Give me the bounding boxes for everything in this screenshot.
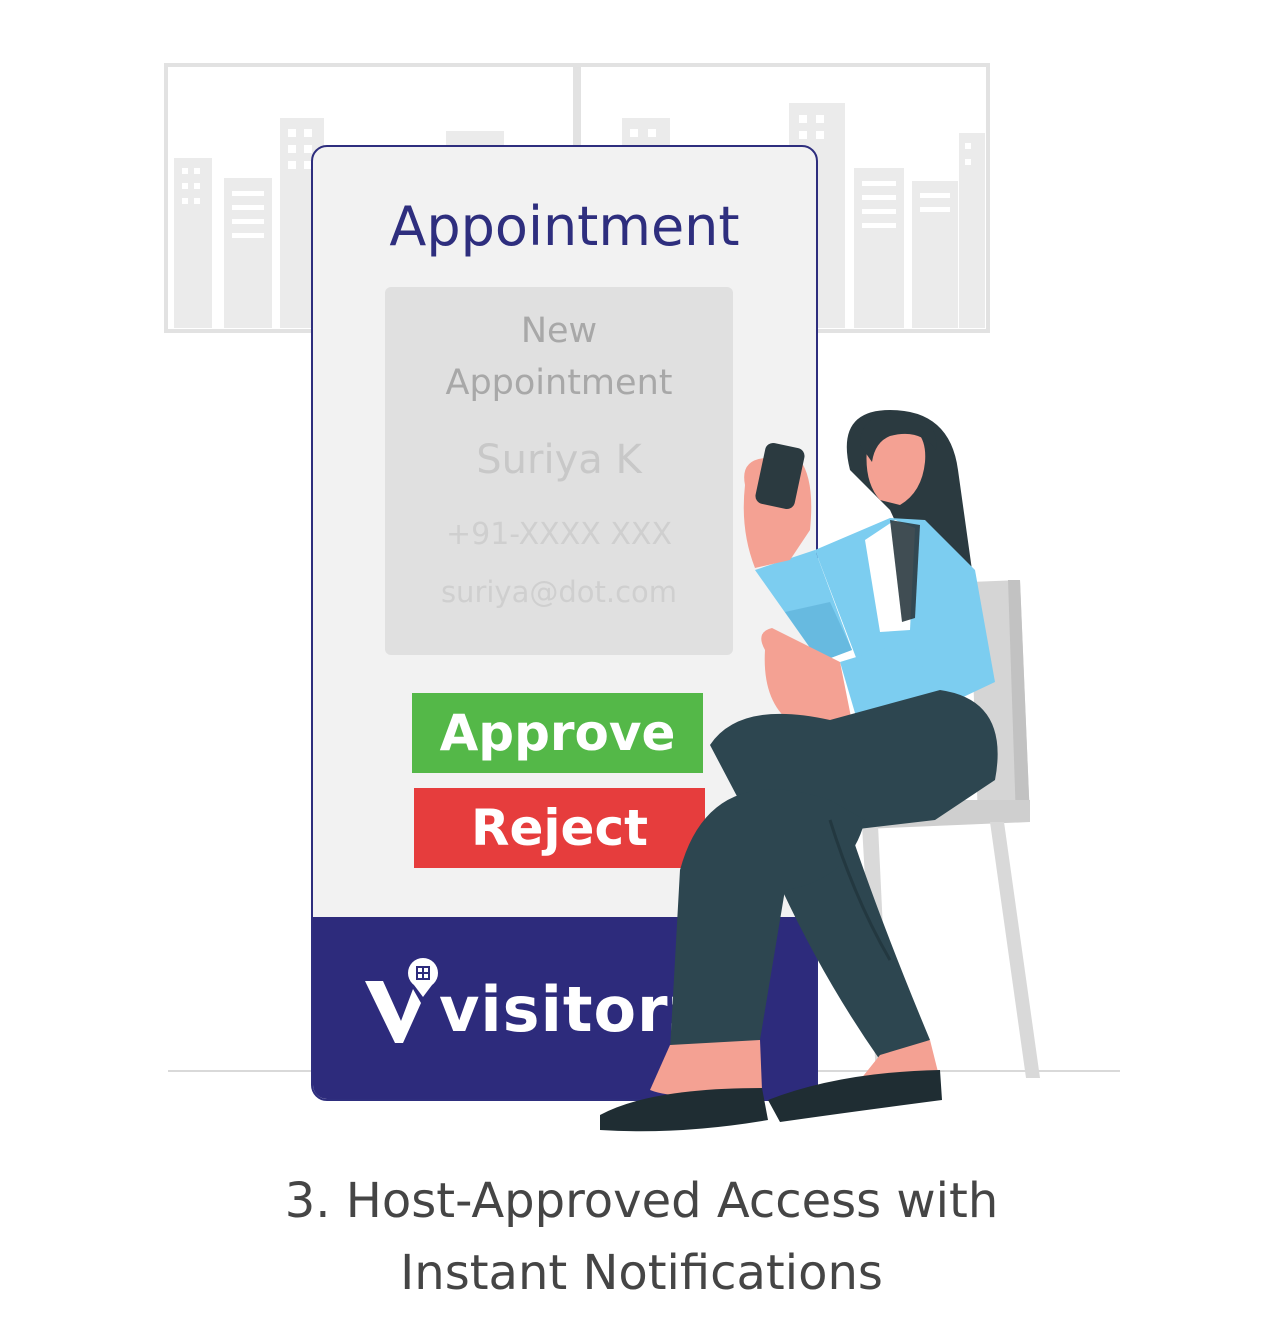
approve-button[interactable]: Approve xyxy=(412,693,703,773)
reject-button[interactable]: Reject xyxy=(414,788,705,868)
appointment-info-box: New Appointment Suriya K +91-XXXX XXX su… xyxy=(385,287,733,655)
visitor-email: suriya@dot.com xyxy=(440,575,678,609)
info-heading: New Appointment xyxy=(385,305,733,409)
card-title: Appointment xyxy=(389,195,740,258)
brand-name: visitorz xyxy=(439,973,706,1046)
caption-line2: Instant Notifications xyxy=(400,1245,883,1301)
brand-logo: visitorz xyxy=(361,955,705,1046)
caption-line1: 3. Host-Approved Access with xyxy=(284,1173,999,1229)
visitor-phone: +91-XXXX XXX xyxy=(445,517,673,552)
woman-with-phone-illustration xyxy=(600,410,1040,1132)
info-heading-line1: New xyxy=(520,311,598,351)
location-pin-qr-icon xyxy=(365,958,438,1043)
info-heading-line2: Appointment xyxy=(445,363,673,403)
visitor-name: Suriya K xyxy=(476,437,642,483)
caption: 3. Host-Approved Access with Instant Not… xyxy=(0,1165,1283,1309)
